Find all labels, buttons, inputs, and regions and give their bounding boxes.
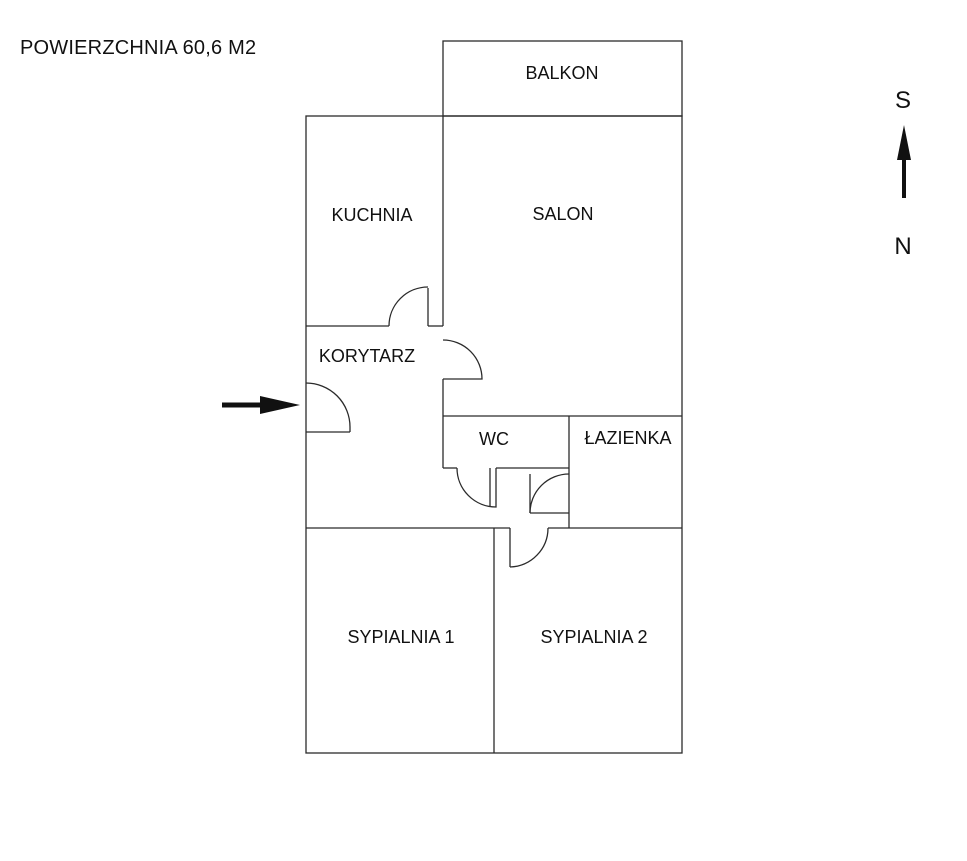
door-lazienka: [529, 473, 570, 514]
compass-label-south: S: [895, 87, 911, 114]
door-swings: [305, 286, 570, 568]
room-label-sypialnia-1: SYPIALNIA 1: [347, 627, 454, 647]
entrance-arrow-icon: [222, 396, 300, 414]
compass-arrow-icon: [897, 125, 911, 198]
room-label-lazienka: ŁAZIENKA: [584, 428, 671, 448]
room-label-wc: WC: [479, 429, 509, 449]
door-kuchnia: [388, 286, 429, 327]
walls: [305, 40, 683, 754]
room-label-balkon: BALKON: [525, 63, 598, 83]
compass-label-north: N: [894, 233, 911, 260]
room-label-sypialnia-2: SYPIALNIA 2: [540, 627, 647, 647]
door-salon: [442, 339, 483, 380]
area-title: POWIERZCHNIA 60,6 M2: [20, 37, 257, 59]
door-sypialnia: [509, 527, 549, 568]
room-label-kuchnia: KUCHNIA: [331, 205, 412, 225]
room-label-salon: SALON: [532, 204, 593, 224]
door-wc: [456, 467, 497, 508]
door-entrance: [305, 382, 351, 432]
room-label-korytarz: KORYTARZ: [319, 346, 415, 366]
